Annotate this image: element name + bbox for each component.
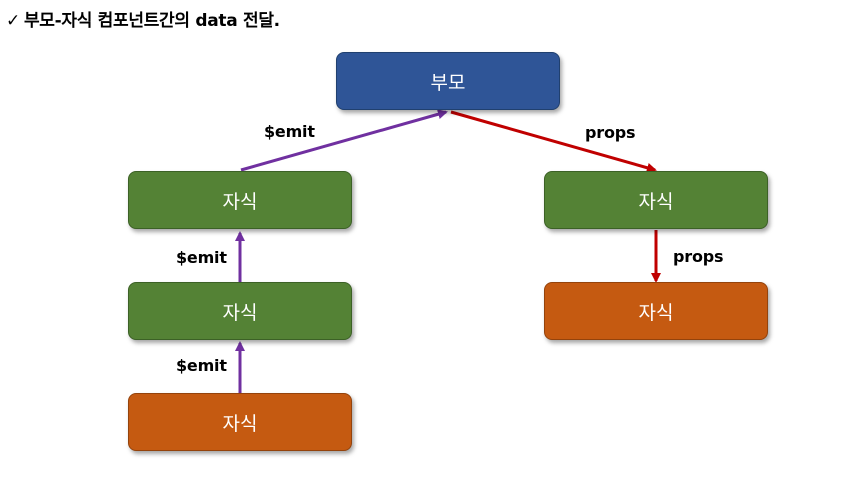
label-props-to-right-bottom: props	[673, 247, 724, 266]
title-text: 부모-자식 컴포넌트간의 data 전달.	[23, 11, 280, 31]
label-emit-bottom-to-mid: $emit	[176, 356, 227, 375]
node-left-bottom: 자식	[128, 393, 352, 451]
node-right-top: 자식	[544, 171, 768, 229]
label-emit-mid-to-top: $emit	[176, 248, 227, 267]
label-props-to-right-top: props	[585, 123, 636, 142]
node-right-bottom: 자식	[544, 282, 768, 340]
edge-emit-to-parent	[240, 109, 448, 172]
node-left-top: 자식	[128, 171, 352, 229]
node-parent: 부모	[336, 52, 560, 110]
check-icon: ✓	[6, 11, 20, 31]
label-emit-to-parent: $emit	[264, 122, 315, 141]
page-title: ✓부모-자식 컴포넌트간의 data 전달.	[6, 6, 280, 31]
node-left-mid: 자식	[128, 282, 352, 340]
edge-props-to-right-top	[450, 110, 657, 173]
